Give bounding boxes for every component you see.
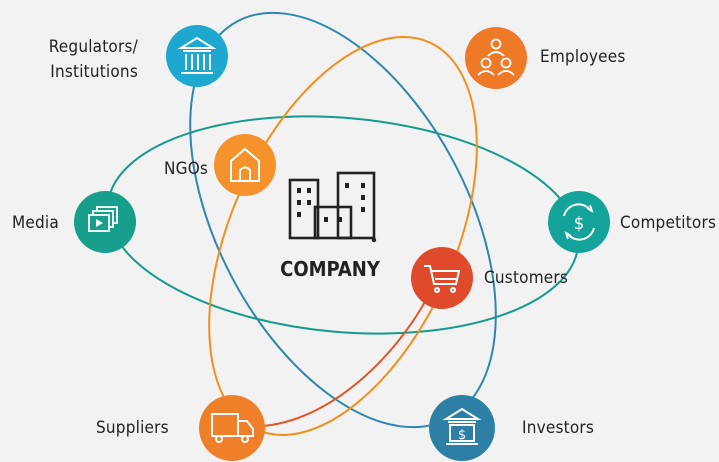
people-group-icon — [477, 38, 515, 76]
node-ngos: NGOs — [164, 134, 276, 196]
regulators-label-line1: Regulators/ — [49, 37, 139, 57]
company-label: COMPANY — [280, 257, 381, 281]
investors-circle — [429, 395, 495, 461]
company-center: COMPANY — [280, 171, 381, 281]
node-suppliers: Suppliers — [96, 395, 265, 461]
investors-label: Investors — [522, 418, 594, 438]
media-label: Media — [12, 213, 59, 233]
currency-exchange-icon: $ — [563, 203, 595, 241]
regulators-label-line2: Institutions — [50, 62, 138, 82]
employees-circle — [465, 27, 527, 89]
node-competitors: $ Competitors — [548, 191, 716, 253]
delivery-truck-icon — [211, 413, 254, 443]
employees-label: Employees — [540, 47, 626, 67]
node-customers: Customers — [411, 247, 568, 309]
ngos-circle — [214, 134, 276, 196]
node-employees: Employees — [465, 27, 626, 89]
suppliers-label: Suppliers — [96, 418, 169, 438]
suppliers-circle — [199, 395, 265, 461]
government-building-icon — [177, 36, 217, 74]
svg-text:$: $ — [458, 428, 466, 443]
competitors-label: Competitors — [620, 213, 716, 233]
house-icon — [230, 147, 260, 182]
svg-text:$: $ — [574, 214, 585, 234]
node-regulators: Regulators/ Institutions — [49, 25, 228, 87]
shopping-cart-icon — [424, 265, 461, 293]
node-investors: $ Investors — [429, 395, 594, 461]
ngos-label: NGOs — [164, 159, 208, 179]
node-media: Media — [12, 191, 136, 253]
orbit-teal — [106, 115, 580, 335]
bank-dollar-icon: $ — [442, 407, 482, 445]
buildings-icon — [288, 171, 377, 243]
media-player-icon — [88, 206, 118, 232]
customers-label: Customers — [484, 268, 568, 288]
competitors-circle — [548, 191, 610, 253]
